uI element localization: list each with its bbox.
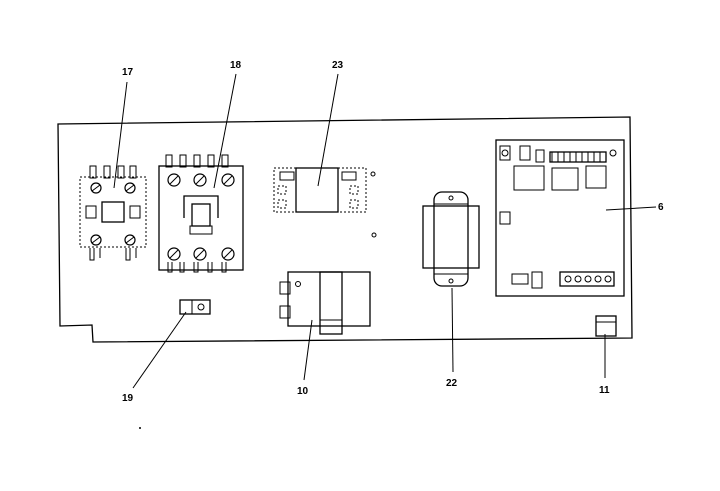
callout-6: 6 [658,202,664,213]
callout-11: 11 [599,385,610,396]
relay-23 [273,167,376,213]
stray-dot [139,427,141,429]
component-10 [279,271,371,335]
contactor-18 [158,154,244,273]
transformer-22 [422,191,480,287]
leader-17 [113,81,128,189]
mounting-panel [57,116,633,343]
callout-22: 22 [446,378,458,389]
leader-22 [451,287,454,373]
leader-19 [132,311,187,389]
contactor-17 [79,165,147,261]
ground-lug-19 [179,299,211,315]
callout-23: 23 [332,60,344,71]
callout-18: 18 [230,60,242,71]
mounting-hole [371,232,377,238]
bushing-11 [595,315,617,337]
callout-10: 10 [297,386,309,397]
leader-23 [317,73,339,187]
leader-6 [605,206,657,211]
leader-18 [213,73,237,189]
callout-19: 19 [122,393,134,404]
control-board-6 [495,139,625,297]
callout-17: 17 [122,67,134,78]
leader-10 [303,319,313,381]
